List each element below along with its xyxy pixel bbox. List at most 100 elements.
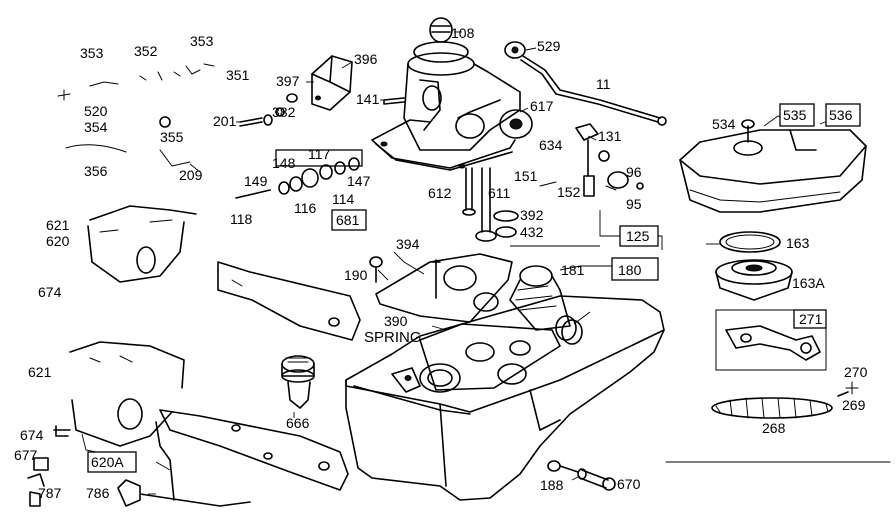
label-620A: 620A bbox=[91, 454, 124, 470]
fuel-cap bbox=[281, 355, 315, 409]
box-125 bbox=[619, 225, 659, 247]
float-pins bbox=[539, 171, 644, 191]
diaphragm-housing bbox=[715, 259, 793, 301]
label-621b: 621 bbox=[28, 364, 52, 380]
throttle-pin bbox=[383, 97, 405, 105]
spring-ring bbox=[711, 381, 859, 419]
label-163: 163 bbox=[786, 235, 810, 251]
label-163A: 163A bbox=[792, 275, 825, 291]
screws-201-382 bbox=[239, 107, 285, 127]
label-190: 190 bbox=[344, 267, 368, 283]
label-188: 188 bbox=[540, 477, 564, 493]
label-209: 209 bbox=[179, 167, 203, 183]
label-151: 151 bbox=[514, 168, 538, 184]
label-787: 787 bbox=[38, 485, 62, 501]
label-351: 351 bbox=[226, 67, 250, 83]
box-681 bbox=[331, 209, 367, 231]
box-117 bbox=[275, 149, 363, 167]
spacer-block bbox=[286, 55, 353, 111]
label-268: 268 bbox=[762, 420, 786, 436]
label-677: 677 bbox=[14, 447, 38, 463]
label-271: 271 bbox=[799, 311, 823, 327]
label-392: 392 bbox=[520, 207, 544, 223]
label-108: 108 bbox=[451, 25, 475, 41]
label-352: 352 bbox=[134, 43, 158, 59]
label-148: 148 bbox=[272, 155, 296, 171]
label-612: 612 bbox=[428, 185, 452, 201]
label-181: 181 bbox=[561, 262, 585, 278]
label-116: 116 bbox=[294, 200, 317, 216]
label-536: 536 bbox=[829, 107, 853, 123]
control-plate-upper bbox=[217, 261, 361, 341]
fuel-line bbox=[547, 460, 891, 491]
label-382: 382 bbox=[272, 104, 296, 120]
box-535 bbox=[779, 103, 815, 127]
label-149: 149 bbox=[244, 173, 268, 189]
label-354: 354 bbox=[84, 119, 108, 135]
linkage-small-parts bbox=[57, 63, 215, 167]
pickup-hose bbox=[509, 265, 577, 341]
label-201: 201 bbox=[213, 113, 237, 129]
label-390: 390 bbox=[384, 313, 408, 329]
label-397: 397 bbox=[276, 73, 300, 89]
box-620A bbox=[87, 451, 137, 473]
label-535: 535 bbox=[783, 107, 807, 123]
o-ring bbox=[719, 231, 781, 253]
needle-valve-assembly bbox=[235, 157, 360, 199]
label-353a: 353 bbox=[80, 45, 104, 61]
label-611: 611 bbox=[488, 185, 511, 201]
lever-parts bbox=[27, 457, 251, 507]
label-617: 617 bbox=[530, 98, 554, 114]
label-674b: 674 bbox=[20, 427, 44, 443]
label-620: 620 bbox=[46, 233, 70, 249]
label-520: 520 bbox=[84, 103, 108, 119]
box-180 bbox=[611, 257, 659, 281]
choke-bracket-upper bbox=[87, 205, 197, 283]
label-353b: 353 bbox=[190, 33, 214, 49]
control-plate-lower bbox=[155, 409, 349, 501]
label-131: 131 bbox=[598, 128, 622, 144]
label-125: 125 bbox=[626, 228, 650, 244]
pickup-tubes bbox=[462, 167, 519, 242]
carburetor-body bbox=[371, 17, 533, 171]
label-681: 681 bbox=[336, 212, 360, 228]
inlet-needle bbox=[575, 123, 610, 197]
label-147: 147 bbox=[347, 173, 371, 189]
part-labels: 108 529 353 352 353 351 396 397 11 141 6… bbox=[14, 25, 868, 501]
intake-plate-gasket bbox=[369, 253, 513, 323]
label-670: 670 bbox=[617, 476, 641, 492]
fuel-tank bbox=[345, 295, 665, 501]
label-634: 634 bbox=[539, 137, 563, 153]
label-621a: 621 bbox=[46, 217, 70, 233]
label-529: 529 bbox=[537, 38, 561, 54]
label-95: 95 bbox=[626, 196, 642, 212]
label-534: 534 bbox=[712, 116, 736, 132]
label-666: 666 bbox=[286, 415, 310, 431]
label-11: 11 bbox=[596, 76, 611, 92]
label-786: 786 bbox=[86, 485, 110, 501]
label-spring: SPRING bbox=[364, 329, 422, 346]
o-ring-inner bbox=[725, 234, 775, 250]
label-118: 118 bbox=[230, 211, 253, 227]
label-432: 432 bbox=[520, 224, 544, 240]
choke-bracket-lower bbox=[53, 341, 185, 447]
label-270: 270 bbox=[844, 364, 868, 380]
leader-lines bbox=[81, 31, 831, 495]
box-536 bbox=[825, 103, 861, 127]
label-394: 394 bbox=[396, 236, 420, 252]
diaphragm-lever-box bbox=[715, 309, 827, 371]
label-356: 356 bbox=[84, 163, 108, 179]
label-674a: 674 bbox=[38, 284, 62, 300]
label-117: 117 bbox=[308, 146, 331, 162]
label-180: 180 bbox=[618, 262, 642, 278]
label-355: 355 bbox=[160, 129, 184, 145]
label-152: 152 bbox=[557, 184, 581, 200]
box-271 bbox=[793, 309, 827, 329]
tank-cover bbox=[679, 119, 867, 213]
label-141: 141 bbox=[356, 91, 380, 107]
choke-link-wire bbox=[504, 41, 667, 126]
label-114: 114 bbox=[332, 191, 355, 207]
label-96: 96 bbox=[626, 164, 642, 180]
label-269: 269 bbox=[842, 397, 866, 413]
